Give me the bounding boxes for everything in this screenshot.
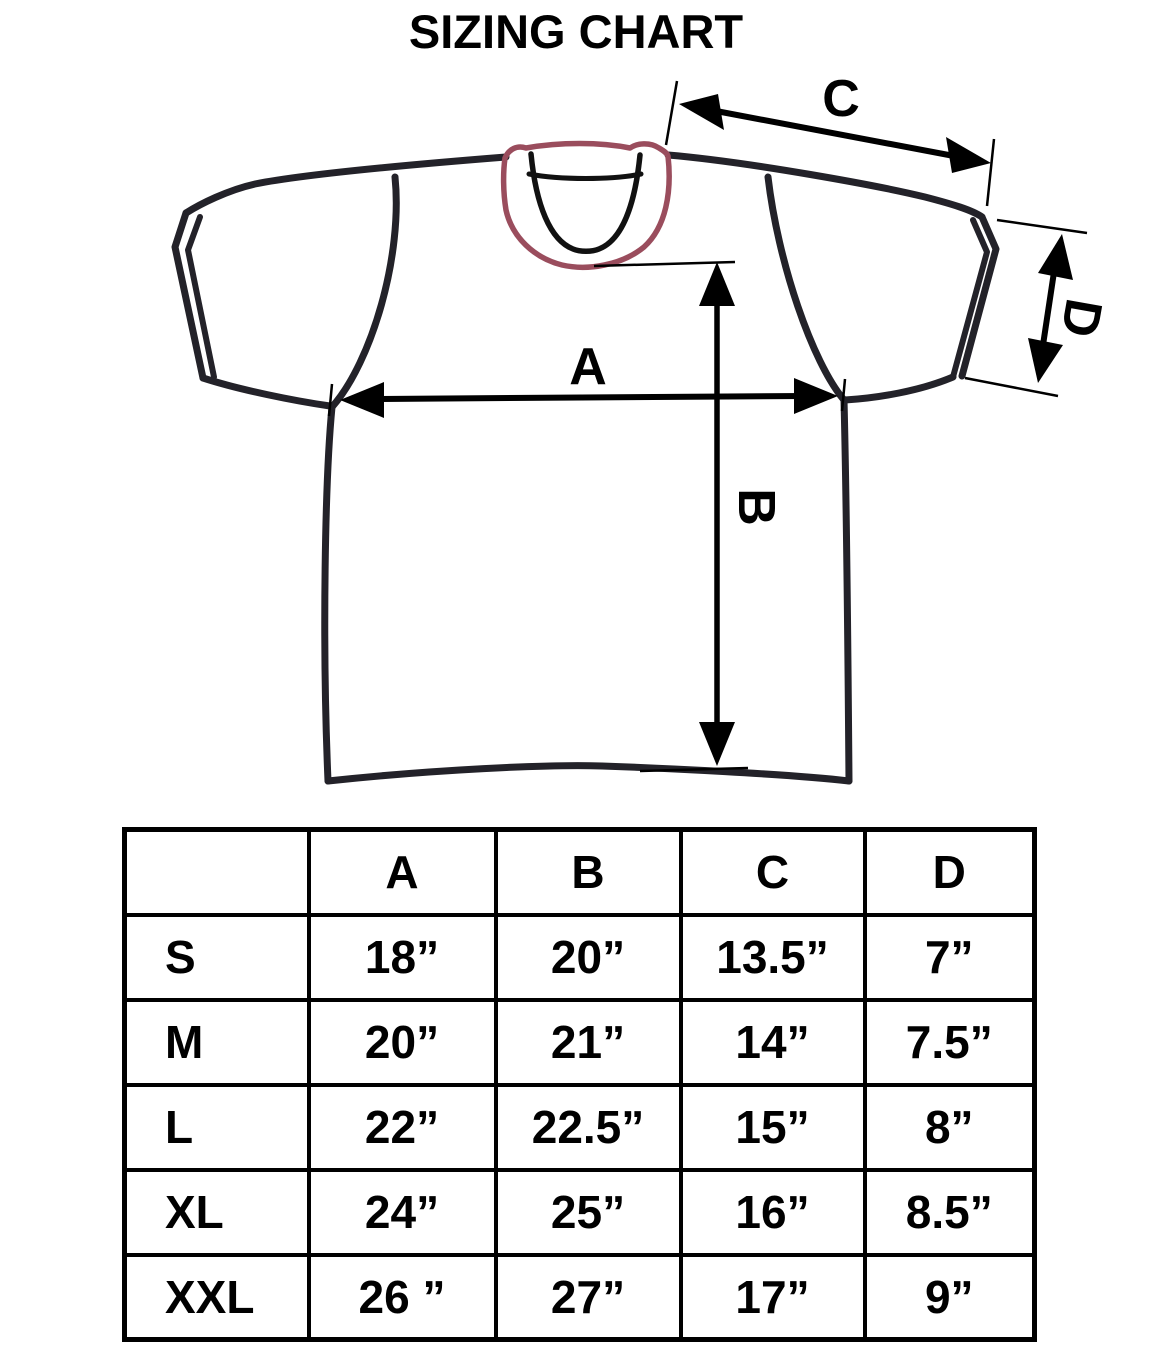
page-title: SIZING CHART <box>408 5 744 58</box>
arrowhead-c-right <box>946 137 991 173</box>
arrowhead-b-bottom <box>699 722 735 766</box>
cell-value: 9” <box>862 1252 1037 1342</box>
cell-value: 16” <box>678 1167 867 1257</box>
table-row: XL 24” 25” 16” 8.5” <box>122 1167 1037 1257</box>
header-a: A <box>306 827 498 917</box>
cell-value: 8.5” <box>862 1167 1037 1257</box>
size-label: XXL <box>122 1252 311 1342</box>
c-left-tick <box>664 80 679 146</box>
right-sleeve-cuff-outer <box>958 213 1000 380</box>
cell-value: 18” <box>306 912 498 1002</box>
left-sleeve-bottom <box>199 374 334 410</box>
left-sleeve-cuff-outer <box>171 209 207 382</box>
cell-value: 20” <box>306 997 498 1087</box>
arrowhead-a-left <box>340 382 384 418</box>
collar-icon <box>500 140 672 270</box>
sizing-table: A B C D S 18” 20” 13.5” 7” M 20” 21” 14”… <box>122 827 1037 1342</box>
header-empty <box>122 827 311 917</box>
dimension-arrow-a <box>340 378 838 418</box>
a-left-tick <box>327 383 334 417</box>
cell-value: 8” <box>862 1082 1037 1172</box>
tshirt-outline-icon <box>171 151 1000 785</box>
table-row: M 20” 21” 14” 7.5” <box>122 997 1037 1087</box>
tshirt-measurement-diagram: A B C D <box>171 70 1113 785</box>
header-b: B <box>493 827 683 917</box>
size-label: XL <box>122 1167 311 1257</box>
collar-inner-rib <box>528 151 643 254</box>
body-left-side <box>321 403 336 785</box>
size-label: L <box>122 1082 311 1172</box>
arrowhead-d-bottom <box>1028 338 1063 383</box>
size-label: M <box>122 997 311 1087</box>
cell-value: 14” <box>678 997 867 1087</box>
c-right-tick <box>985 138 996 207</box>
table-row: XXL 26 ” 27” 17” 9” <box>122 1252 1037 1342</box>
cell-value: 22” <box>306 1082 498 1172</box>
right-sleeve-cuff-inner <box>950 217 990 380</box>
cell-value: 7.5” <box>862 997 1037 1087</box>
dimension-arrows <box>340 94 1073 766</box>
right-shoulder-line <box>664 151 986 221</box>
body-right-side <box>840 396 853 785</box>
table-header-row: A B C D <box>122 827 1037 917</box>
cell-value: 26 ” <box>306 1252 498 1342</box>
label-d: D <box>1049 294 1113 341</box>
left-sleeve-cuff-inner <box>185 214 217 380</box>
dimension-arrow-b <box>699 262 735 766</box>
d-bottom-tick <box>964 376 1059 398</box>
cell-value: 20” <box>493 912 683 1002</box>
collar-front-seam <box>526 171 644 181</box>
cell-value: 15” <box>678 1082 867 1172</box>
table-row: S 18” 20” 13.5” 7” <box>122 912 1037 1002</box>
table-row: L 22” 22.5” 15” 8” <box>122 1082 1037 1172</box>
collar-outer-band <box>500 140 672 270</box>
cell-value: 25” <box>493 1167 683 1257</box>
right-armhole-seam <box>764 173 848 404</box>
cell-value: 17” <box>678 1252 867 1342</box>
dimension-extension-lines <box>327 80 1088 773</box>
cell-value: 22.5” <box>493 1082 683 1172</box>
arrowhead-d-top <box>1038 234 1073 280</box>
cell-value: 27” <box>493 1252 683 1342</box>
arrowhead-c-left <box>679 94 724 130</box>
dimension-arrow-c <box>679 94 991 173</box>
cell-value: 24” <box>306 1167 498 1257</box>
dimension-arrow-d <box>1028 234 1073 383</box>
b-bottom-extension-line <box>639 766 749 773</box>
cell-value: 7” <box>862 912 1037 1002</box>
cell-value: 21” <box>493 997 683 1087</box>
b-top-extension-line <box>593 260 736 268</box>
a-right-tick <box>840 378 847 412</box>
label-c: C <box>822 70 860 128</box>
left-shoulder-line <box>182 153 510 217</box>
d-top-tick <box>996 218 1088 235</box>
arrowhead-a-right <box>794 378 838 414</box>
label-b: B <box>727 488 785 526</box>
left-armhole-seam <box>328 173 400 411</box>
cell-value: 13.5” <box>678 912 867 1002</box>
header-d: D <box>862 827 1037 917</box>
body-hem <box>324 762 853 785</box>
arrowhead-b-top <box>699 262 735 306</box>
right-sleeve-bottom <box>841 373 957 404</box>
header-c: C <box>678 827 867 917</box>
size-label: S <box>122 912 311 1002</box>
label-a: A <box>569 338 607 396</box>
